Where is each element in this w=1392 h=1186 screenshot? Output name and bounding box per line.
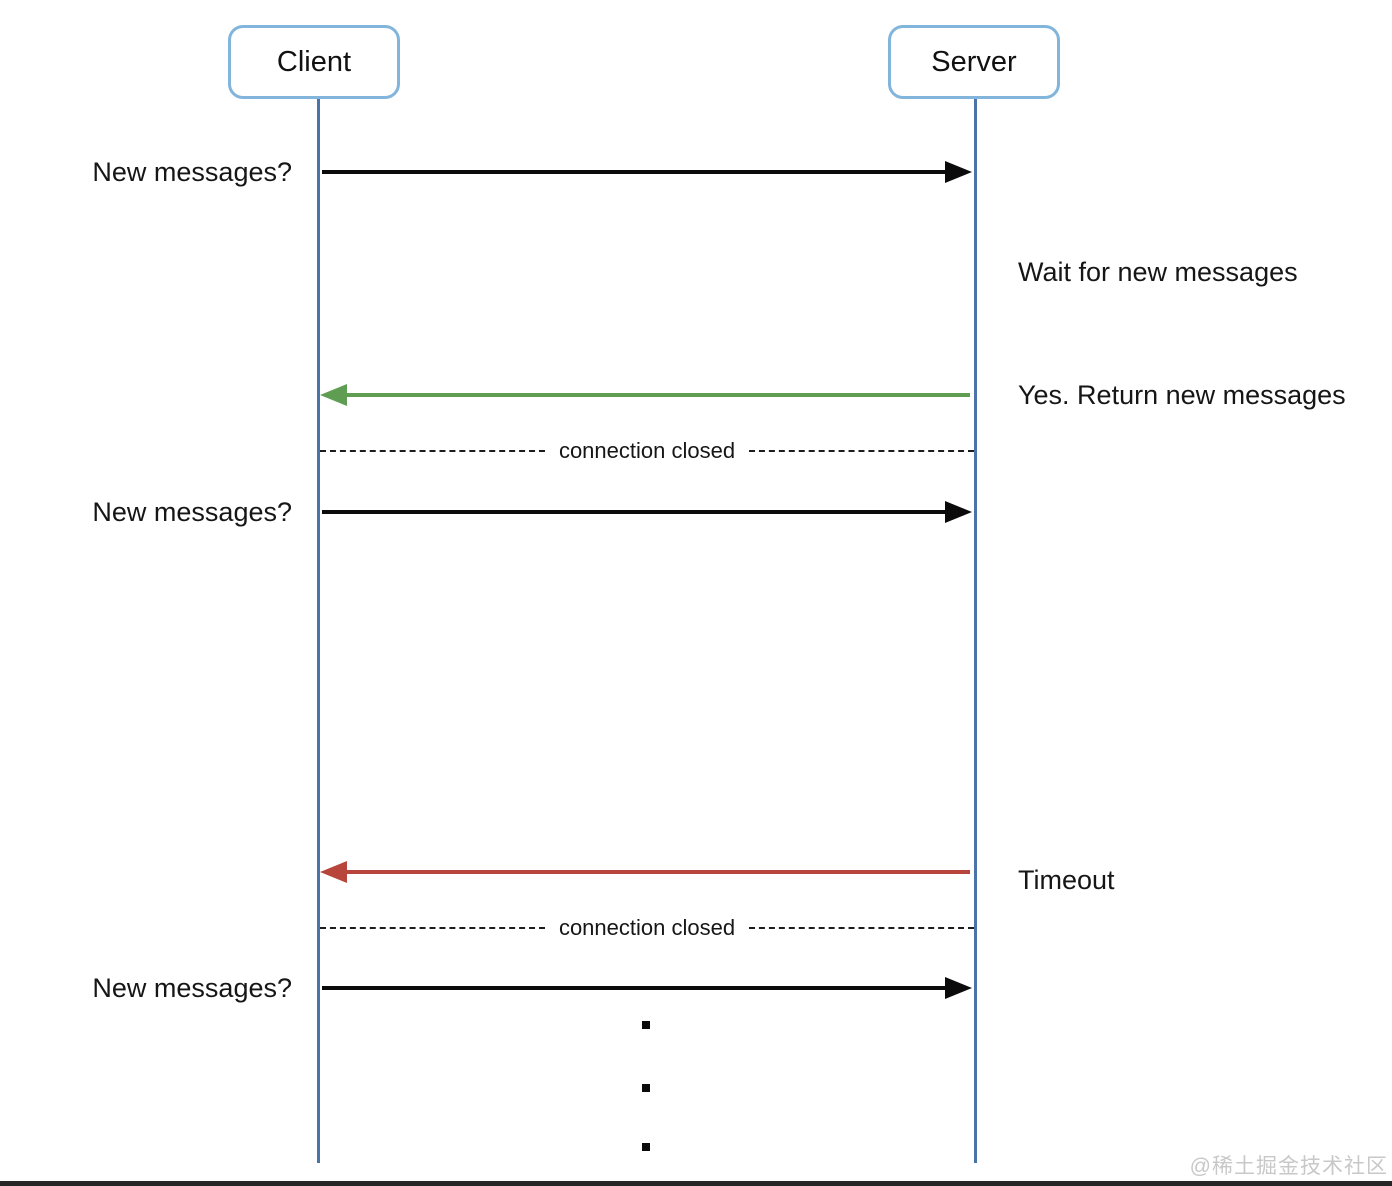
arrowhead-right-icon xyxy=(945,501,972,523)
message-label-new-messages-2: New messages? xyxy=(92,497,292,527)
actor-box-server: Server xyxy=(888,25,1060,99)
actor-label-server: Server xyxy=(931,45,1017,78)
actor-label-client: Client xyxy=(276,45,352,78)
arrow-shaft xyxy=(322,510,954,514)
dashed-line xyxy=(320,927,545,929)
arrow-shaft xyxy=(322,986,954,990)
response-arrow-timeout xyxy=(320,861,970,883)
arrowhead-left-icon xyxy=(320,384,347,406)
connection-closed-divider-2: connection closed xyxy=(320,913,974,943)
arrowhead-right-icon xyxy=(945,977,972,999)
dashed-line xyxy=(320,450,545,452)
actor-box-client: Client xyxy=(228,25,400,99)
ellipsis-dot xyxy=(642,1021,650,1029)
message-label-yes-return: Yes. Return new messages xyxy=(1018,380,1346,410)
request-arrow-1 xyxy=(322,161,972,183)
divider-label: connection closed xyxy=(558,438,736,463)
message-label-new-messages-1: New messages? xyxy=(92,157,292,187)
note-wait-for-new-messages: Wait for new messages xyxy=(1018,257,1298,287)
arrowhead-right-icon xyxy=(945,161,972,183)
message-label-timeout: Timeout xyxy=(1018,865,1115,895)
arrowhead-left-icon xyxy=(320,861,347,883)
arrow-shaft xyxy=(338,393,970,397)
message-label-new-messages-3: New messages? xyxy=(92,973,292,1003)
client-lifeline xyxy=(317,99,320,1163)
ellipsis-dot xyxy=(642,1084,650,1092)
arrow-shaft xyxy=(322,170,954,174)
request-arrow-2 xyxy=(322,501,972,523)
watermark-text: @稀土掘金技术社区 xyxy=(1189,1155,1388,1178)
dashed-line xyxy=(749,450,974,452)
request-arrow-3 xyxy=(322,977,972,999)
bottom-edge-bar xyxy=(0,1181,1392,1186)
connection-closed-divider-1: connection closed xyxy=(320,436,974,466)
divider-label: connection closed xyxy=(558,915,736,940)
ellipsis-dot xyxy=(642,1143,650,1151)
arrow-shaft xyxy=(338,870,970,874)
response-arrow-success xyxy=(320,384,970,406)
server-lifeline xyxy=(974,99,977,1163)
dashed-line xyxy=(749,927,974,929)
